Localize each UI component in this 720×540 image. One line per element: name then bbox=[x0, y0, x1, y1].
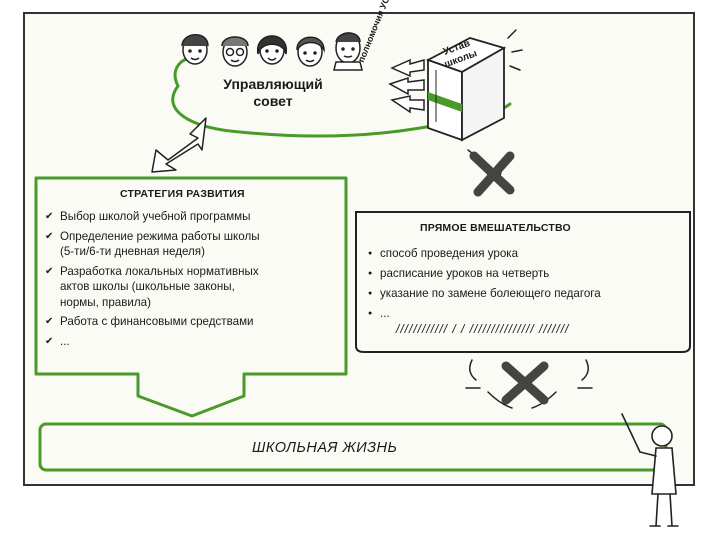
person-icon bbox=[258, 36, 287, 64]
list-item: ... bbox=[44, 334, 344, 350]
strategy-list: Выбор школой учебной программы Определен… bbox=[44, 209, 344, 353]
list-item: Определение режима работы школы (5-ти/6-… bbox=[44, 229, 344, 260]
strategy-title: СТРАТЕГИЯ РАЗВИТИЯ bbox=[120, 188, 245, 200]
council-members bbox=[182, 33, 362, 70]
arrow-icon bbox=[392, 60, 424, 76]
direct-intervention-title: ПРЯМОЕ ВМЕШАТЕЛЬСТВО bbox=[420, 222, 571, 234]
hatch-line: //////////// / / /////////////// /////// bbox=[396, 322, 569, 336]
person-icon bbox=[297, 37, 324, 66]
powers-arrows bbox=[390, 60, 424, 112]
arrow-icon bbox=[392, 96, 424, 112]
school-life-label: ШКОЛЬНАЯ ЖИЗНЬ bbox=[252, 440, 397, 456]
council-title-line1: Управляющий bbox=[208, 76, 338, 93]
arrow-icon bbox=[390, 78, 424, 94]
council-bubble-left bbox=[175, 58, 190, 86]
council-title-line2: совет bbox=[208, 93, 338, 110]
council-title: Управляющий совет bbox=[208, 76, 338, 110]
list-item: расписание уроков на четверть bbox=[366, 264, 686, 284]
list-item: способ проведения урока bbox=[366, 244, 686, 264]
blocked-arrow-icon bbox=[468, 150, 510, 192]
list-item: Выбор школой учебной программы bbox=[44, 209, 344, 225]
person-icon bbox=[334, 33, 362, 70]
list-item: Разработка локальных нормативных актов ш… bbox=[44, 264, 344, 311]
emphasis-lines bbox=[508, 30, 522, 70]
list-item: ... bbox=[366, 304, 686, 324]
blocked-arrow-icon bbox=[466, 360, 592, 408]
person-icon bbox=[182, 35, 208, 64]
direct-intervention-list: способ проведения урока расписание уроко… bbox=[366, 244, 686, 324]
person-icon bbox=[222, 37, 248, 66]
list-item: Работа с финансовыми средствами bbox=[44, 314, 344, 330]
arrow-icon bbox=[152, 118, 206, 172]
list-item: указание по замене болеющего педагога bbox=[366, 284, 686, 304]
